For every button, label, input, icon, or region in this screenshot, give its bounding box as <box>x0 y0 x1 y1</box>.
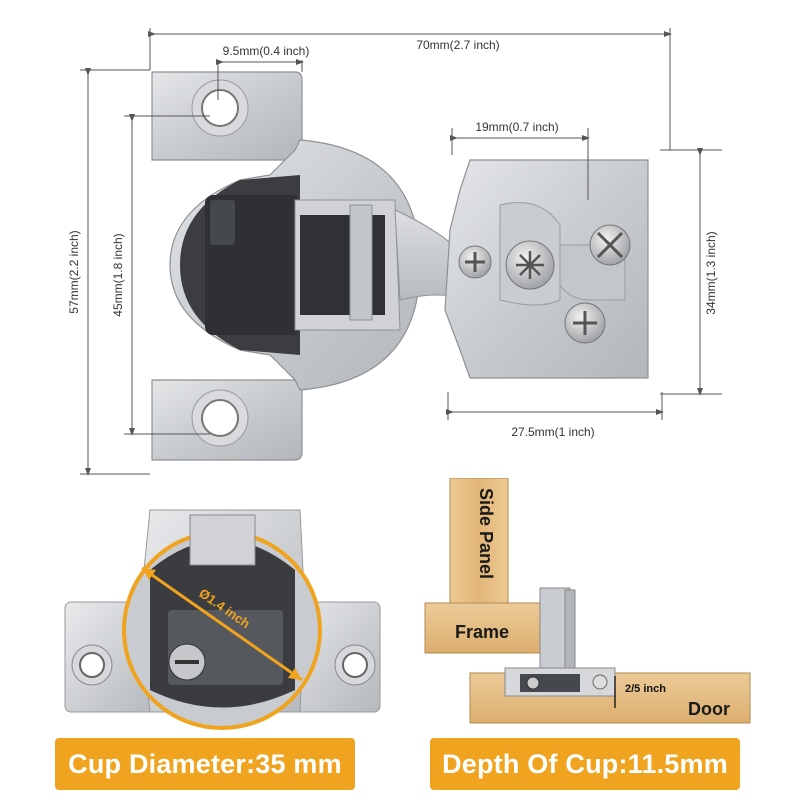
hinge-mounting-plate <box>151 71 303 461</box>
hole-offset-label: 9.5mm(0.4 inch) <box>223 44 310 58</box>
plate-width-label: 19mm(0.7 inch) <box>475 120 558 134</box>
plate-height-label: 34mm(1.3 inch) <box>704 231 718 314</box>
hinge-dimension-diagram: 70mm(2.7 inch) 9.5mm(0.4 inch) 19mm(0.7 … <box>67 28 722 476</box>
door-label: Door <box>688 699 730 719</box>
hinge-arm-linkage <box>294 199 471 331</box>
cross-screw-icon <box>505 240 555 290</box>
side-panel-label: Side Panel <box>476 488 496 579</box>
installation-diagram: Side Panel Frame Door 2/5 inch <box>424 478 751 724</box>
cross-screw-icon <box>564 302 606 344</box>
cross-screw-icon <box>458 245 492 279</box>
frame-board <box>424 602 561 654</box>
overall-width-label: 70mm(2.7 inch) <box>416 38 499 52</box>
cup-detail-diagram: Ø1.4 inch <box>64 509 381 730</box>
installed-hinge <box>504 587 616 697</box>
frame-label: Frame <box>455 622 509 642</box>
plate-depth-label: 27.5mm(1 inch) <box>511 425 594 439</box>
cup-diameter-banner: Cup Diameter:35 mm <box>55 738 355 790</box>
hole-spacing-label: 45mm(1.8 inch) <box>111 233 125 316</box>
cup-depth-banner: Depth Of Cup:11.5mm <box>430 738 740 790</box>
overlay-label: 2/5 inch <box>625 683 666 695</box>
diameter-arrow <box>141 566 303 682</box>
overall-height-label: 57mm(2.2 inch) <box>67 230 81 313</box>
cross-screw-icon <box>589 224 631 266</box>
